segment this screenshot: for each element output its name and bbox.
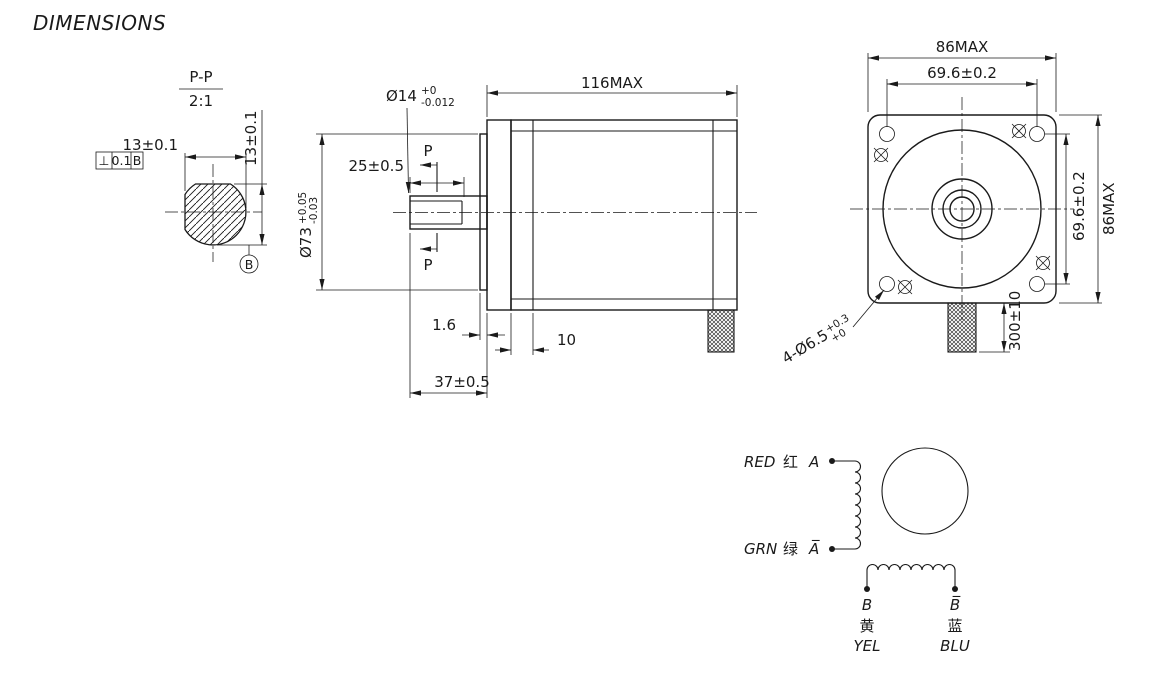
cable-front <box>947 302 977 353</box>
dim-hole-spacing-vertical: 69.6±0.2 <box>1045 133 1088 285</box>
callout-mounting-holes: 4-Ø6.5 +0.3 +0 <box>779 289 885 368</box>
shaft-circle-inner <box>949 196 975 222</box>
lead-label-yel: B 黄 YEL <box>854 596 881 655</box>
lead-color-blu: BLU <box>940 637 970 655</box>
mounting-hole <box>879 126 895 142</box>
datum-b: B <box>239 245 259 274</box>
front-flange <box>486 119 512 311</box>
callout-shaft-diameter: Ø14 +0 -0.012 <box>386 85 455 194</box>
dim-across-flats-vertical: 13±0.1 <box>217 110 267 246</box>
dim-face-height-text: 86MAX <box>1100 182 1118 235</box>
dim-shaft-length: 37±0.5 <box>409 233 490 398</box>
gdt-tolerance: 0.1 <box>112 153 132 168</box>
lead-color-yel: YEL <box>854 637 881 655</box>
coil-phase-a <box>854 460 861 550</box>
motor-body <box>510 119 738 311</box>
section-mark-top: P <box>423 142 432 160</box>
section-cut-marks: P P <box>420 142 438 274</box>
lead-color-grn: GRN <box>744 540 777 558</box>
section-mark-bottom: P <box>423 256 432 274</box>
shaft-section-shape <box>184 183 247 246</box>
pilot-dia-upper-tol: +0.05 <box>297 192 309 224</box>
dim-face-width-text: 86MAX <box>936 38 989 56</box>
screw <box>897 279 913 295</box>
dim-hole-spacing-v-text: 69.6±0.2 <box>1070 171 1088 241</box>
lead-phase-b: B <box>862 596 872 614</box>
terminal-dot-a <box>829 458 835 464</box>
pilot-dia-text: Ø73 <box>297 227 315 258</box>
dim-flat-length: 25±0.5 <box>348 157 465 197</box>
section-scale: 2:1 <box>189 92 213 110</box>
dim-pilot-diameter: Ø73 +0.05 -0.03 <box>297 133 478 291</box>
lead-phase-b-bar: B̅ <box>950 595 961 614</box>
front-view: 86MAX 69.6±0.2 69.6±0.2 86MAX 4-Ø6.5 <box>779 38 1118 368</box>
gdt-symbol: ⊥ <box>99 153 110 168</box>
dim-shaft-length-text: 37±0.5 <box>434 373 490 391</box>
lead-label-red: RED 红 A <box>744 453 819 471</box>
terminal-dot-a-bar <box>829 546 835 552</box>
dim-across-flats-horizontal: 13±0.1 <box>122 136 247 208</box>
shaft-circle-outer <box>942 189 982 229</box>
dim-front-bell-text: 10 <box>557 331 576 349</box>
lead-cjk-yel: 黄 <box>859 617 874 635</box>
mounting-hole <box>879 276 895 292</box>
dim-across-flats-v-text: 13±0.1 <box>242 110 260 166</box>
holes-text: 4-Ø6.5 <box>779 326 832 368</box>
datum-b-label: B <box>245 257 254 272</box>
dim-overall-length: 116MAX <box>486 74 738 117</box>
dim-face-width: 86MAX <box>867 38 1057 112</box>
pilot-dia-lower-tol: -0.03 <box>308 197 320 224</box>
section-label: P-P <box>189 68 212 86</box>
pilot-boss <box>479 133 488 291</box>
screw <box>873 147 889 163</box>
pilot-circle <box>882 129 1042 289</box>
shaft-dia-text: Ø14 <box>386 87 417 105</box>
section-view: P-P 2:1 ⊥ 0.1 B 13±0.1 <box>95 68 267 274</box>
rotor-circle <box>881 447 969 535</box>
dim-hole-spacing-h-text: 69.6±0.2 <box>927 64 997 82</box>
terminal-dot-b-bar <box>952 586 958 592</box>
lead-phase-a: A <box>808 453 819 471</box>
screw <box>1035 255 1051 271</box>
gdt-datum-ref: B <box>133 153 142 168</box>
lead-cjk-grn: 绿 <box>783 540 798 558</box>
dim-front-bell: 10 <box>495 313 576 355</box>
lead-cjk-blu: 蓝 <box>947 617 962 635</box>
gdt-frame: ⊥ 0.1 B <box>95 151 144 170</box>
section-view-label: P-P 2:1 <box>179 68 223 110</box>
shaft-dia-lower-tol: -0.012 <box>421 97 455 109</box>
dim-pilot-depth-text: 1.6 <box>432 316 456 334</box>
dim-cable-length-text: 300±10 <box>1006 291 1024 351</box>
side-view: Ø14 +0 -0.012 116MAX 25±0.5 Ø73 +0. <box>297 74 757 398</box>
dim-flat-length-text: 25±0.5 <box>348 157 404 175</box>
wiring-diagram: RED 红 A GRN 绿 A̅ B 黄 YEL B̅ 蓝 BLU <box>744 447 970 655</box>
dim-pilot-depth: 1.6 <box>432 293 505 398</box>
dim-overall-length-text: 116MAX <box>581 74 643 92</box>
boss-circle <box>931 178 993 240</box>
coil-phase-b <box>866 564 956 571</box>
dim-hole-spacing-horizontal: 69.6±0.2 <box>886 64 1038 127</box>
mounting-hole <box>1029 126 1045 142</box>
screw <box>1011 123 1027 139</box>
lead-cjk-red: 红 <box>783 453 798 471</box>
shaft-dia-upper-tol: +0 <box>421 85 436 97</box>
cable-side <box>707 309 735 353</box>
lead-label-grn: GRN 绿 A̅ <box>744 539 820 558</box>
terminal-dot-b <box>864 586 870 592</box>
cover-screws <box>873 123 1051 295</box>
lead-phase-a-bar: A̅ <box>808 539 820 558</box>
lead-color-red: RED <box>744 453 775 471</box>
lead-label-blu: B̅ 蓝 BLU <box>940 595 970 655</box>
dim-cable-length: 300±10 <box>979 291 1024 353</box>
dim-across-flats-h-text: 13±0.1 <box>122 136 178 154</box>
dim-face-height: 86MAX <box>1059 114 1118 304</box>
mounting-hole <box>1029 276 1045 292</box>
page-title: DIMENSIONS <box>33 11 166 35</box>
